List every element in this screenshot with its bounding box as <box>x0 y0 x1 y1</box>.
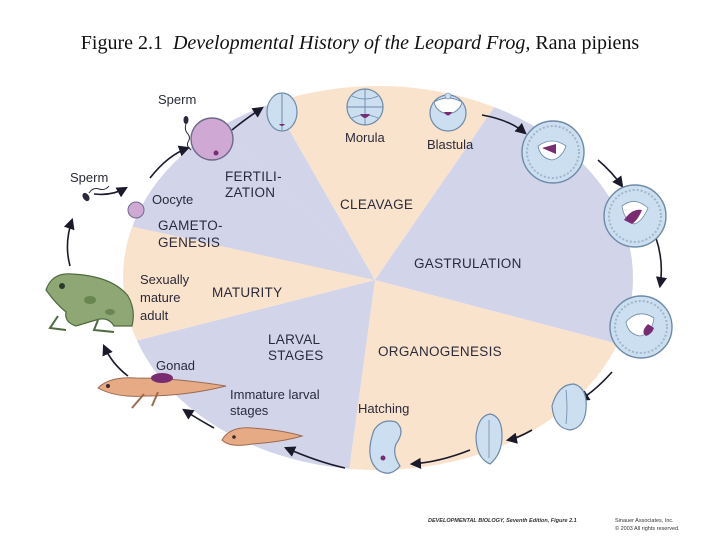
stage-gastrulation: GASTRULATION <box>414 256 522 271</box>
hatching-embryo-icon <box>369 420 402 474</box>
label-sperm-left: Sperm <box>70 170 108 185</box>
stage-fertilization-2: ZATION <box>225 185 275 200</box>
immature-tadpole-icon <box>221 427 304 446</box>
arrow-gastrula-2-to-3 <box>655 237 667 289</box>
arrow-sperm-path <box>93 186 128 198</box>
stage-cleavage: CLEAVAGE <box>340 197 413 212</box>
label-hatching: Hatching <box>358 401 409 416</box>
stage-larval-2: STAGES <box>268 348 324 363</box>
arrow-hatching-to-larva <box>283 446 346 469</box>
label-adult-1: Sexually <box>140 272 190 287</box>
late-gastrula-icon <box>609 295 673 359</box>
figure-title-italic: Developmental History of the Leopard Fro… <box>172 32 531 54</box>
arrow-blastula-to-gastrula <box>481 114 527 135</box>
arrow-fertilization-to-cleavage <box>231 106 264 131</box>
two-cell-embryo-icon <box>266 92 298 132</box>
stage-larval-1: LARVAL <box>268 332 321 347</box>
adult-frog-icon <box>45 273 134 333</box>
sperm-left-icon <box>82 185 110 202</box>
stage-fertilization-1: FERTILI- <box>225 169 282 184</box>
arrow-tailbud-to-hatching <box>409 449 471 469</box>
blastula-icon <box>429 92 467 132</box>
label-adult-3: adult <box>140 308 169 323</box>
stage-gametogenesis-2: GENESIS <box>158 235 220 250</box>
arrow-gastrula-1-to-2 <box>597 159 624 188</box>
mid-gastrula-icon <box>603 184 667 248</box>
label-immature-2: stages <box>230 403 269 418</box>
credit-rights: © 2003 All rights reserved. <box>615 525 680 532</box>
label-blastula: Blastula <box>427 137 474 152</box>
label-immature-1: Immature larval <box>230 387 320 402</box>
neurula-icon <box>551 383 587 431</box>
fertilized-egg-icon <box>190 117 234 161</box>
early-gastrula-icon <box>521 120 585 184</box>
arrow-neurula-to-tailbud <box>505 429 533 444</box>
arrow-larva-to-tadpole <box>182 408 215 429</box>
sperm-top-icon <box>183 116 192 151</box>
stage-maturity: MATURITY <box>212 285 282 300</box>
figure-title: Figure 2.1 Developmental History of the … <box>0 32 720 55</box>
label-gonad: Gonad <box>156 358 195 373</box>
sector-fertilization <box>185 86 375 280</box>
label-oocyte: Oocyte <box>152 192 193 207</box>
arrow-adult-to-sperm <box>63 217 75 267</box>
sector-maturity <box>123 240 375 355</box>
figure-title-species: Rana pipiens <box>535 32 640 54</box>
credit-book: DEVELOPMENTAL BIOLOGY, Seventh Edition, … <box>428 518 577 524</box>
sector-gametogenesis-peach-band <box>123 215 375 280</box>
figure-number: Figure 2.1 <box>80 32 163 54</box>
morula-icon <box>346 88 384 126</box>
credit-publisher: Sinauer Associates, Inc. <box>615 518 674 524</box>
cycle-arrows <box>63 106 667 469</box>
stage-gametogenesis-1: GAMETO- <box>158 218 223 233</box>
label-sperm-top: Sperm <box>158 92 196 107</box>
larval-tadpole-with-legs-icon <box>97 373 227 409</box>
tailbud-embryo-icon <box>475 413 503 465</box>
label-adult-2: mature <box>140 290 180 305</box>
stage-organogenesis: ORGANOGENESIS <box>378 344 502 359</box>
arrow-tadpole-to-adult <box>102 343 129 377</box>
oocyte-icon <box>127 201 145 219</box>
label-morula: Morula <box>345 130 386 145</box>
arrow-oocyte-to-fertilization <box>149 145 191 179</box>
